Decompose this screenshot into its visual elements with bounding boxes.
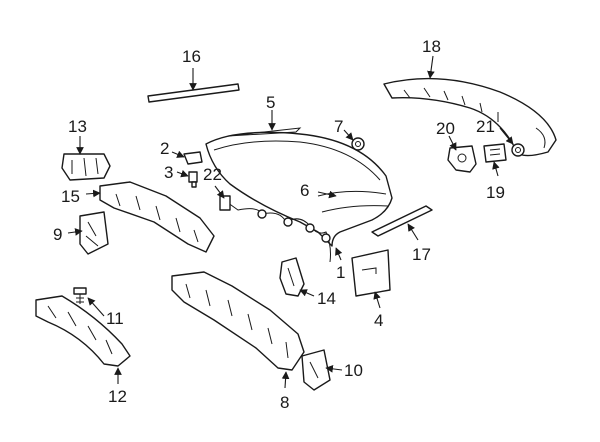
leader-19 <box>492 161 500 177</box>
callout-labels: 16 18 5 7 13 20 21 2 3 22 6 15 19 9 17 1… <box>53 37 505 412</box>
part-13-bracket <box>61 153 111 181</box>
part-22-wiring-harness <box>219 195 331 263</box>
callout-22: 22 <box>203 165 222 184</box>
leader-lines <box>67 55 514 389</box>
leader-7 <box>343 129 354 141</box>
leader-18 <box>427 55 435 79</box>
part-15-absorber <box>99 181 215 253</box>
callout-9: 9 <box>53 225 62 244</box>
part-17-side-strip <box>371 205 433 237</box>
leader-11 <box>87 297 105 317</box>
part-3-clip <box>188 171 198 188</box>
callout-19: 19 <box>486 183 505 202</box>
callout-5: 5 <box>266 93 275 112</box>
part-21-grommet <box>511 143 525 157</box>
callout-2: 2 <box>160 139 169 158</box>
leader-8 <box>281 371 290 389</box>
leader-21 <box>499 127 514 145</box>
callout-10: 10 <box>344 361 363 380</box>
leader-17 <box>407 223 419 241</box>
part-16-trim-strip <box>147 83 240 103</box>
part-2-clip <box>183 151 203 165</box>
callout-4: 4 <box>374 311 383 330</box>
callout-15: 15 <box>61 187 80 206</box>
part-5-bumper-cover <box>205 127 393 247</box>
callout-8: 8 <box>280 393 289 412</box>
part-11-bolt <box>73 287 87 304</box>
callout-12: 12 <box>108 387 127 406</box>
callout-17: 17 <box>412 245 431 264</box>
leader-6 <box>317 190 337 199</box>
callout-20: 20 <box>436 119 455 138</box>
callout-13: 13 <box>68 117 87 136</box>
part-19-sensor <box>483 143 507 163</box>
callout-6: 6 <box>300 181 309 200</box>
part-7-sensor <box>351 137 365 151</box>
leader-1 <box>335 247 343 261</box>
leader-4 <box>373 291 381 309</box>
callout-11: 11 <box>106 309 124 328</box>
part-9-bracket <box>79 211 109 255</box>
callout-3: 3 <box>164 163 173 182</box>
callout-21: 21 <box>476 117 495 136</box>
leader-14 <box>299 289 315 297</box>
leader-22 <box>214 185 225 199</box>
leader-3 <box>176 170 189 178</box>
leader-2 <box>171 150 185 158</box>
leader-15 <box>85 189 101 198</box>
leader-20 <box>448 135 457 151</box>
callout-7: 7 <box>334 117 343 136</box>
part-14-bracket <box>279 257 305 297</box>
part-10-bracket <box>301 349 331 391</box>
part-18-spoiler <box>383 77 557 157</box>
callout-18: 18 <box>422 37 441 56</box>
callout-14: 14 <box>317 289 336 308</box>
part-20-sensor-bracket <box>447 145 477 173</box>
leader-9 <box>67 228 83 236</box>
leader-10 <box>325 365 343 373</box>
part-8-reinforcement <box>171 271 305 371</box>
callout-1: 1 <box>336 263 345 282</box>
part-4-plate <box>351 249 391 297</box>
callout-16: 16 <box>182 47 201 66</box>
part-12-lower-bracket <box>35 295 131 367</box>
